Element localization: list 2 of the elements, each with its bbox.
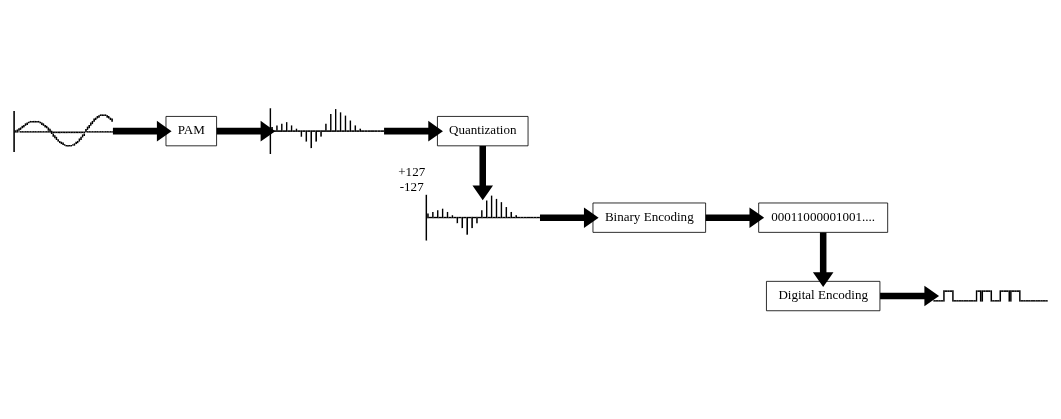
node-label: +127 bbox=[398, 163, 426, 179]
node-label: -127 bbox=[399, 178, 424, 194]
